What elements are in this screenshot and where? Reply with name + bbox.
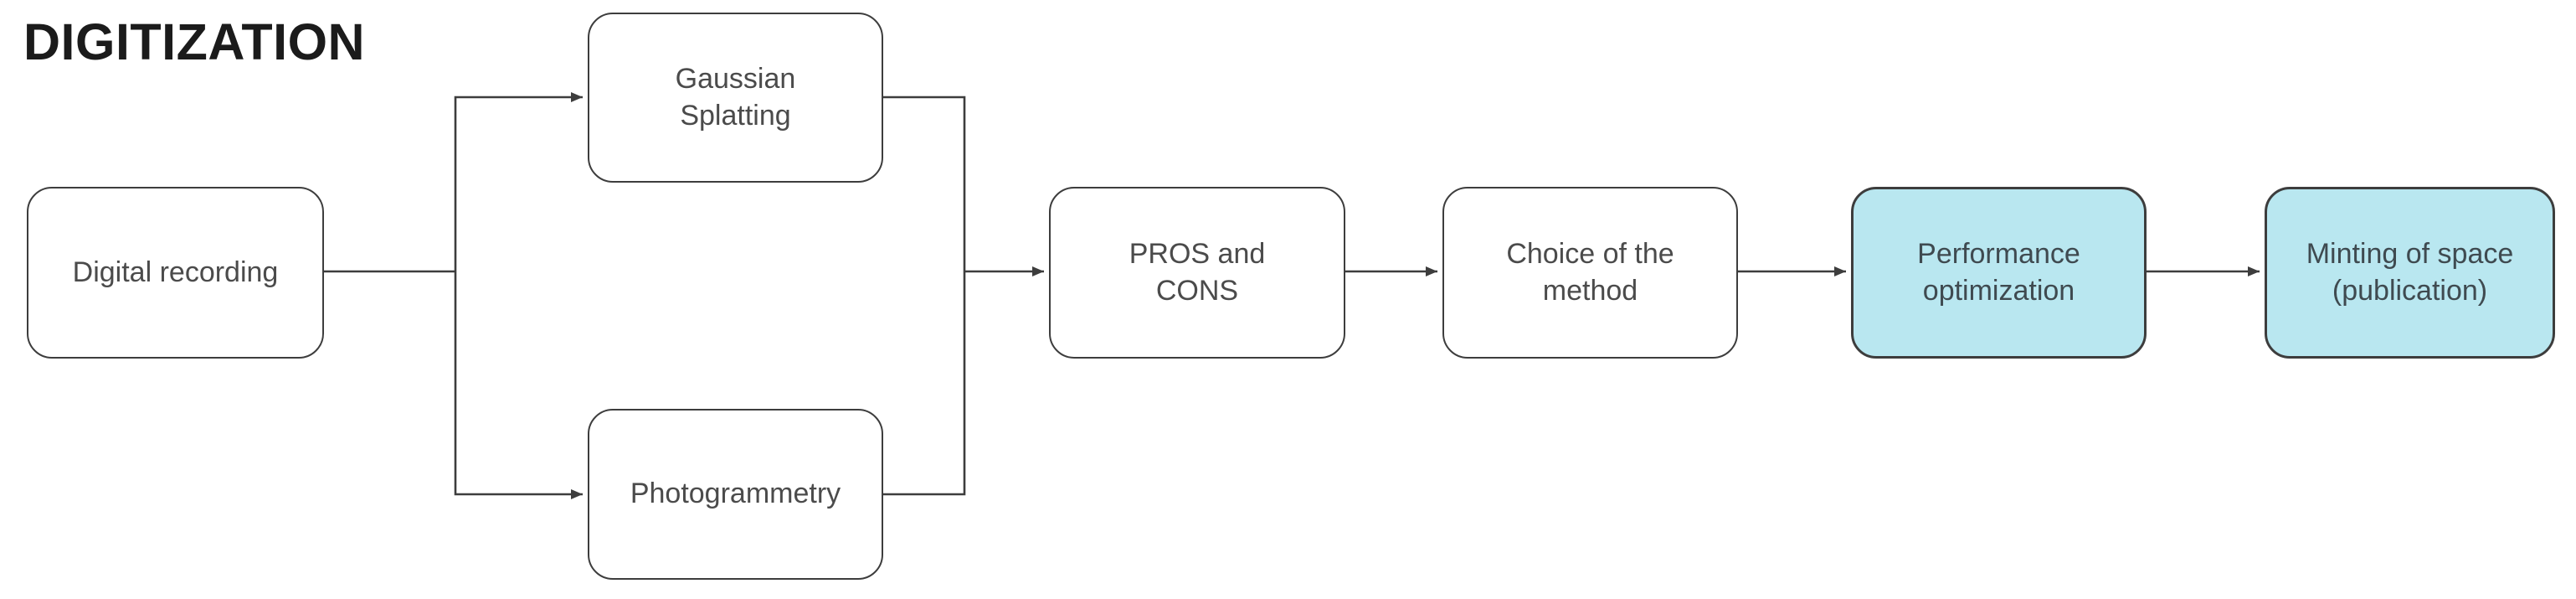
node-digital-recording[interactable]: Digital recording bbox=[27, 187, 324, 359]
node-gaussian-splatting[interactable]: Gaussian Splatting bbox=[588, 13, 883, 183]
node-performance-optimization[interactable]: Performance optimization bbox=[1851, 187, 2147, 359]
node-label: Performance optimization bbox=[1917, 237, 2080, 307]
node-label: Minting of space (publication) bbox=[2306, 237, 2514, 307]
node-pros-and-cons[interactable]: PROS and CONS bbox=[1049, 187, 1345, 359]
edge-digital-to-photogrammetry bbox=[454, 271, 583, 499]
node-label: PROS and CONS bbox=[1129, 237, 1266, 307]
edge-branches-merge-rail bbox=[883, 96, 966, 496]
node-minting-of-space[interactable]: Minting of space (publication) bbox=[2265, 187, 2555, 359]
diagram-title: DIGITIZATION bbox=[23, 13, 366, 70]
node-label: Photogrammetry bbox=[630, 478, 841, 510]
node-choice-of-the-method[interactable]: Choice of the method bbox=[1442, 187, 1738, 359]
node-label: Choice of the method bbox=[1506, 237, 1674, 307]
node-label: Gaussian Splatting bbox=[675, 62, 796, 132]
node-photogrammetry[interactable]: Photogrammetry bbox=[588, 409, 883, 580]
edge-digital-to-gaussian bbox=[454, 92, 583, 271]
node-label: Digital recording bbox=[72, 256, 279, 288]
